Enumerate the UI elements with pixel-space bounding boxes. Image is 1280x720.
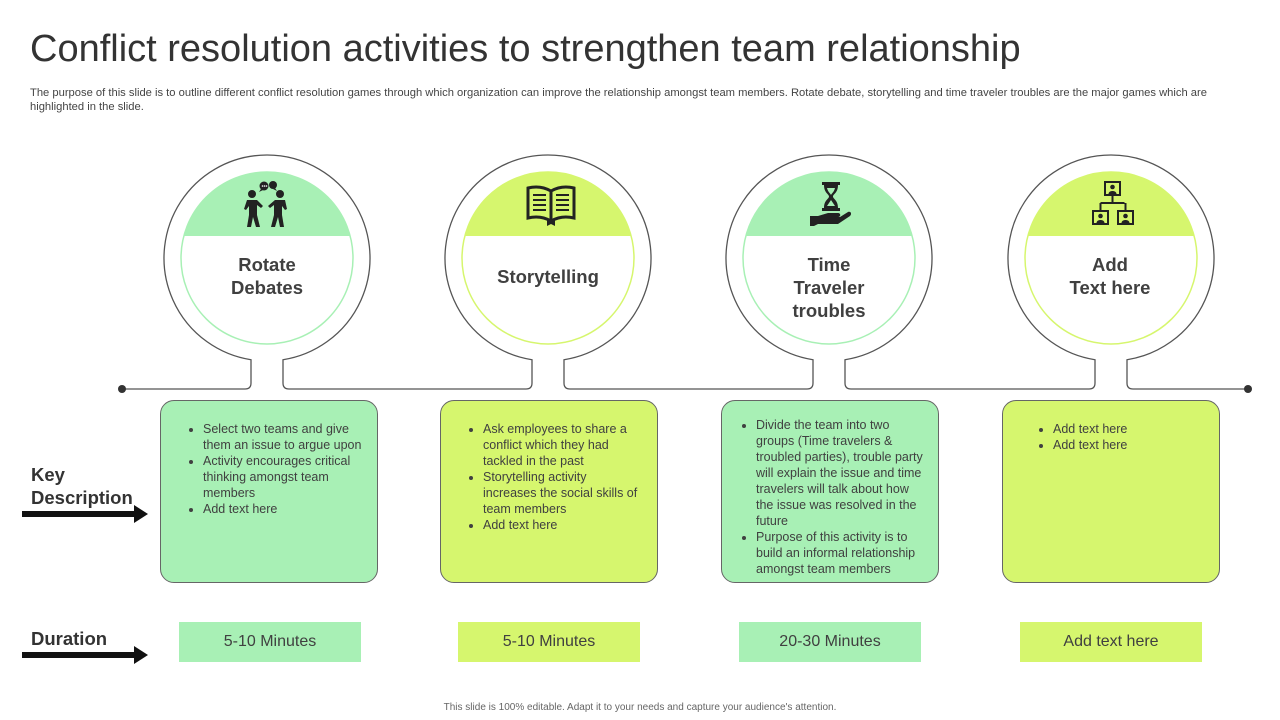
list-item: Add text here — [483, 517, 643, 533]
card-inner-ring — [180, 171, 354, 345]
description-box-rotate-debates: Select two teams and give them an issue … — [160, 400, 378, 583]
key-description-arrow — [22, 505, 148, 523]
card-inner-ring — [742, 171, 916, 345]
key-description-label: Key Description — [31, 464, 133, 508]
description-list: Ask employees to share a conflict which … — [441, 401, 657, 533]
description-list: Select two teams and give them an issue … — [161, 401, 377, 517]
card-cap — [183, 171, 351, 236]
slide-footer: This slide is 100% editable. Adapt it to… — [443, 702, 837, 713]
open-book-icon — [526, 185, 576, 226]
list-item: Add text here — [203, 501, 363, 517]
timeline-end-dot — [1244, 385, 1252, 393]
list-item: Purpose of this activity is to build an … — [756, 529, 924, 577]
card-cap — [1027, 172, 1195, 236]
debate-people-icon — [244, 181, 287, 227]
list-item: Activity encourages critical thinking am… — [203, 453, 363, 501]
description-box-add-text: Add text here Add text here — [1002, 400, 1220, 583]
duration-box-rotate-debates: 5-10 Minutes — [179, 622, 361, 662]
duration-label: Duration — [31, 628, 108, 649]
list-item: Ask employees to share a conflict which … — [483, 421, 643, 469]
duration-arrow — [22, 646, 148, 664]
list-item: Select two teams and give them an issue … — [203, 421, 363, 453]
timeline-start-dot — [118, 385, 126, 393]
card-title-time-traveler: Time Traveler troubles — [792, 253, 866, 321]
description-list: Add text here Add text here — [1003, 401, 1219, 453]
duration-box-add-text: Add text here — [1020, 622, 1202, 662]
list-item: Add text here — [1053, 421, 1205, 437]
timeline-outline — [122, 154, 1248, 390]
card-inner-ring — [461, 171, 635, 345]
list-item: Add text here — [1053, 437, 1205, 453]
card-title-storytelling: Storytelling — [497, 265, 599, 287]
slide-title: Conflict resolution activities to streng… — [30, 28, 1021, 70]
org-chart-icon — [1092, 181, 1134, 225]
description-box-storytelling: Ask employees to share a conflict which … — [440, 400, 658, 583]
slide-subtitle: The purpose of this slide is to outline … — [30, 87, 1207, 113]
card-title-rotate-debates: Rotate Debates — [231, 254, 303, 298]
description-list: Divide the team into two groups (Time tr… — [722, 401, 938, 577]
list-item: Divide the team into two groups (Time tr… — [756, 417, 924, 529]
card-title-add-text: Add Text here — [1069, 254, 1151, 298]
hourglass-hand-icon — [810, 182, 852, 226]
duration-box-time-traveler: 20-30 Minutes — [739, 622, 921, 662]
card-cap — [464, 171, 632, 236]
description-box-time-traveler: Divide the team into two groups (Time tr… — [721, 400, 939, 583]
duration-box-storytelling: 5-10 Minutes — [458, 622, 640, 662]
card-inner-ring — [1024, 171, 1198, 345]
list-item: Storytelling activity increases the soci… — [483, 469, 643, 517]
